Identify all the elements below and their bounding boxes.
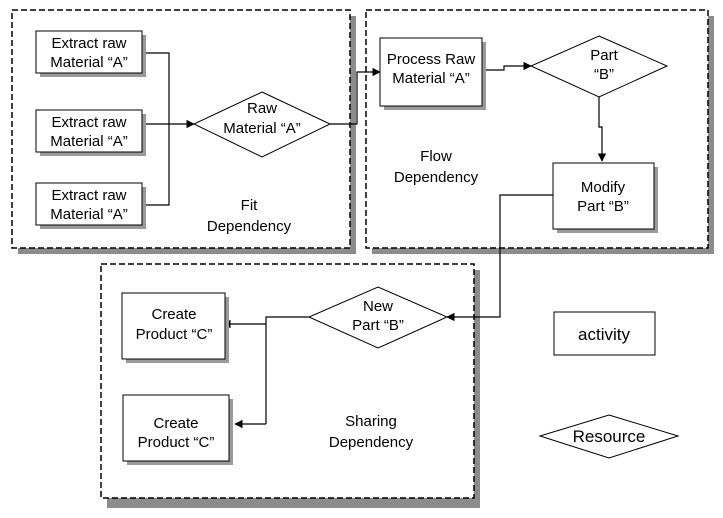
legend-resource-label: Resource: [573, 427, 646, 446]
resource-label-line-1: New: [363, 298, 393, 315]
fit-dependency-label: Fit Dependency: [207, 197, 292, 235]
activity-label-line-2: Material “A”: [50, 206, 128, 223]
label-line-2: Dependency: [329, 434, 414, 451]
connectors: [144, 52, 607, 429]
resource-label-line-2: “B”: [594, 66, 614, 83]
connector-raw-to-process: [330, 67, 381, 125]
connector-process-to-part: [484, 61, 532, 71]
label-line-1: Fit: [241, 197, 258, 214]
activity-create-product-c-2: Create Product “C”: [122, 394, 233, 465]
activity-label-line-2: Material “A”: [50, 54, 128, 71]
activity-label-line-2: Product “C”: [138, 434, 215, 451]
legend-activity: activity: [553, 311, 656, 356]
label-line-1: Sharing: [345, 413, 397, 430]
activity-create-product-c-1: Create Product “C”: [121, 292, 229, 363]
activity-label-line-2: Part “B”: [577, 198, 629, 215]
activity-process-raw-material: Process Raw Material “A”: [379, 37, 486, 110]
activity-label-line-1: Modify: [581, 179, 626, 196]
connector-extract-1: [144, 52, 170, 124]
activity-extract-raw-material-3: Extract raw Material “A”: [35, 182, 146, 229]
resource-raw-material-a: Raw Material “A”: [192, 91, 332, 158]
legend-resource: Resource: [538, 414, 680, 459]
activity-extract-raw-material-1: Extract raw Material “A”: [35, 30, 146, 77]
connector-new-part-split: [265, 316, 309, 424]
activity-modify-part-b: Modify Part “B”: [552, 162, 658, 233]
activity-label-line-2: Product “C”: [136, 326, 213, 343]
activity-label-line-2: Material “A”: [50, 133, 128, 150]
flow-dependency-label: Flow Dependency: [394, 148, 479, 186]
activity-label-line-1: Process Raw: [387, 51, 476, 68]
activity-label-line-1: Create: [151, 306, 196, 323]
legend-activity-label: activity: [578, 325, 630, 344]
label-line-1: Flow: [420, 148, 452, 165]
activity-extract-raw-material-2: Extract raw Material “A”: [35, 109, 146, 156]
activity-label-line-1: Create: [153, 415, 198, 432]
connector-modify-to-new-part: [446, 194, 553, 322]
label-line-2: Dependency: [394, 169, 479, 186]
activity-label-line-1: Extract raw: [51, 35, 126, 52]
resource-new-part-b: New Part “B”: [307, 286, 449, 349]
sharing-dependency-label: Sharing Dependency: [329, 413, 414, 451]
activity-label-line-1: Extract raw: [51, 187, 126, 204]
connector-extract-3: [144, 124, 170, 206]
resource-part-b: Part “B”: [529, 35, 669, 98]
resource-label-line-1: Raw: [247, 100, 277, 117]
resource-label-line-2: Material “A”: [223, 120, 301, 137]
activity-label-line-1: Extract raw: [51, 114, 126, 131]
label-line-2: Dependency: [207, 218, 292, 235]
connector-part-to-modify: [597, 97, 607, 162]
resource-label-line-1: Part: [590, 47, 618, 64]
resource-label-line-2: Part “B”: [352, 317, 404, 334]
activity-label-line-2: Material “A”: [392, 70, 470, 87]
